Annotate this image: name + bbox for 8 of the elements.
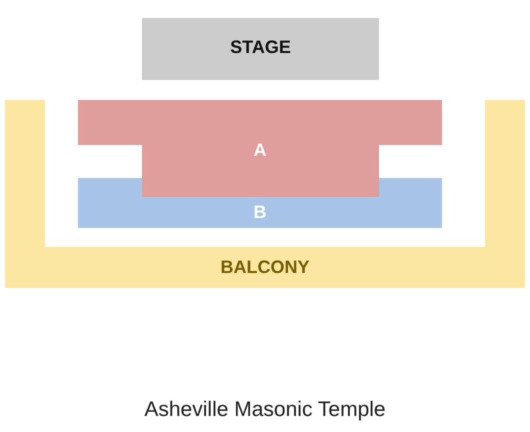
section-label: BALCONY xyxy=(220,257,310,277)
section-label: STAGE xyxy=(230,37,291,57)
balcony-section xyxy=(5,100,525,288)
section-label: A xyxy=(254,140,266,160)
stage-area xyxy=(142,18,379,80)
venue-caption: Asheville Masonic Temple xyxy=(144,398,386,422)
section-label: B xyxy=(254,202,266,222)
seating-section xyxy=(78,100,442,197)
